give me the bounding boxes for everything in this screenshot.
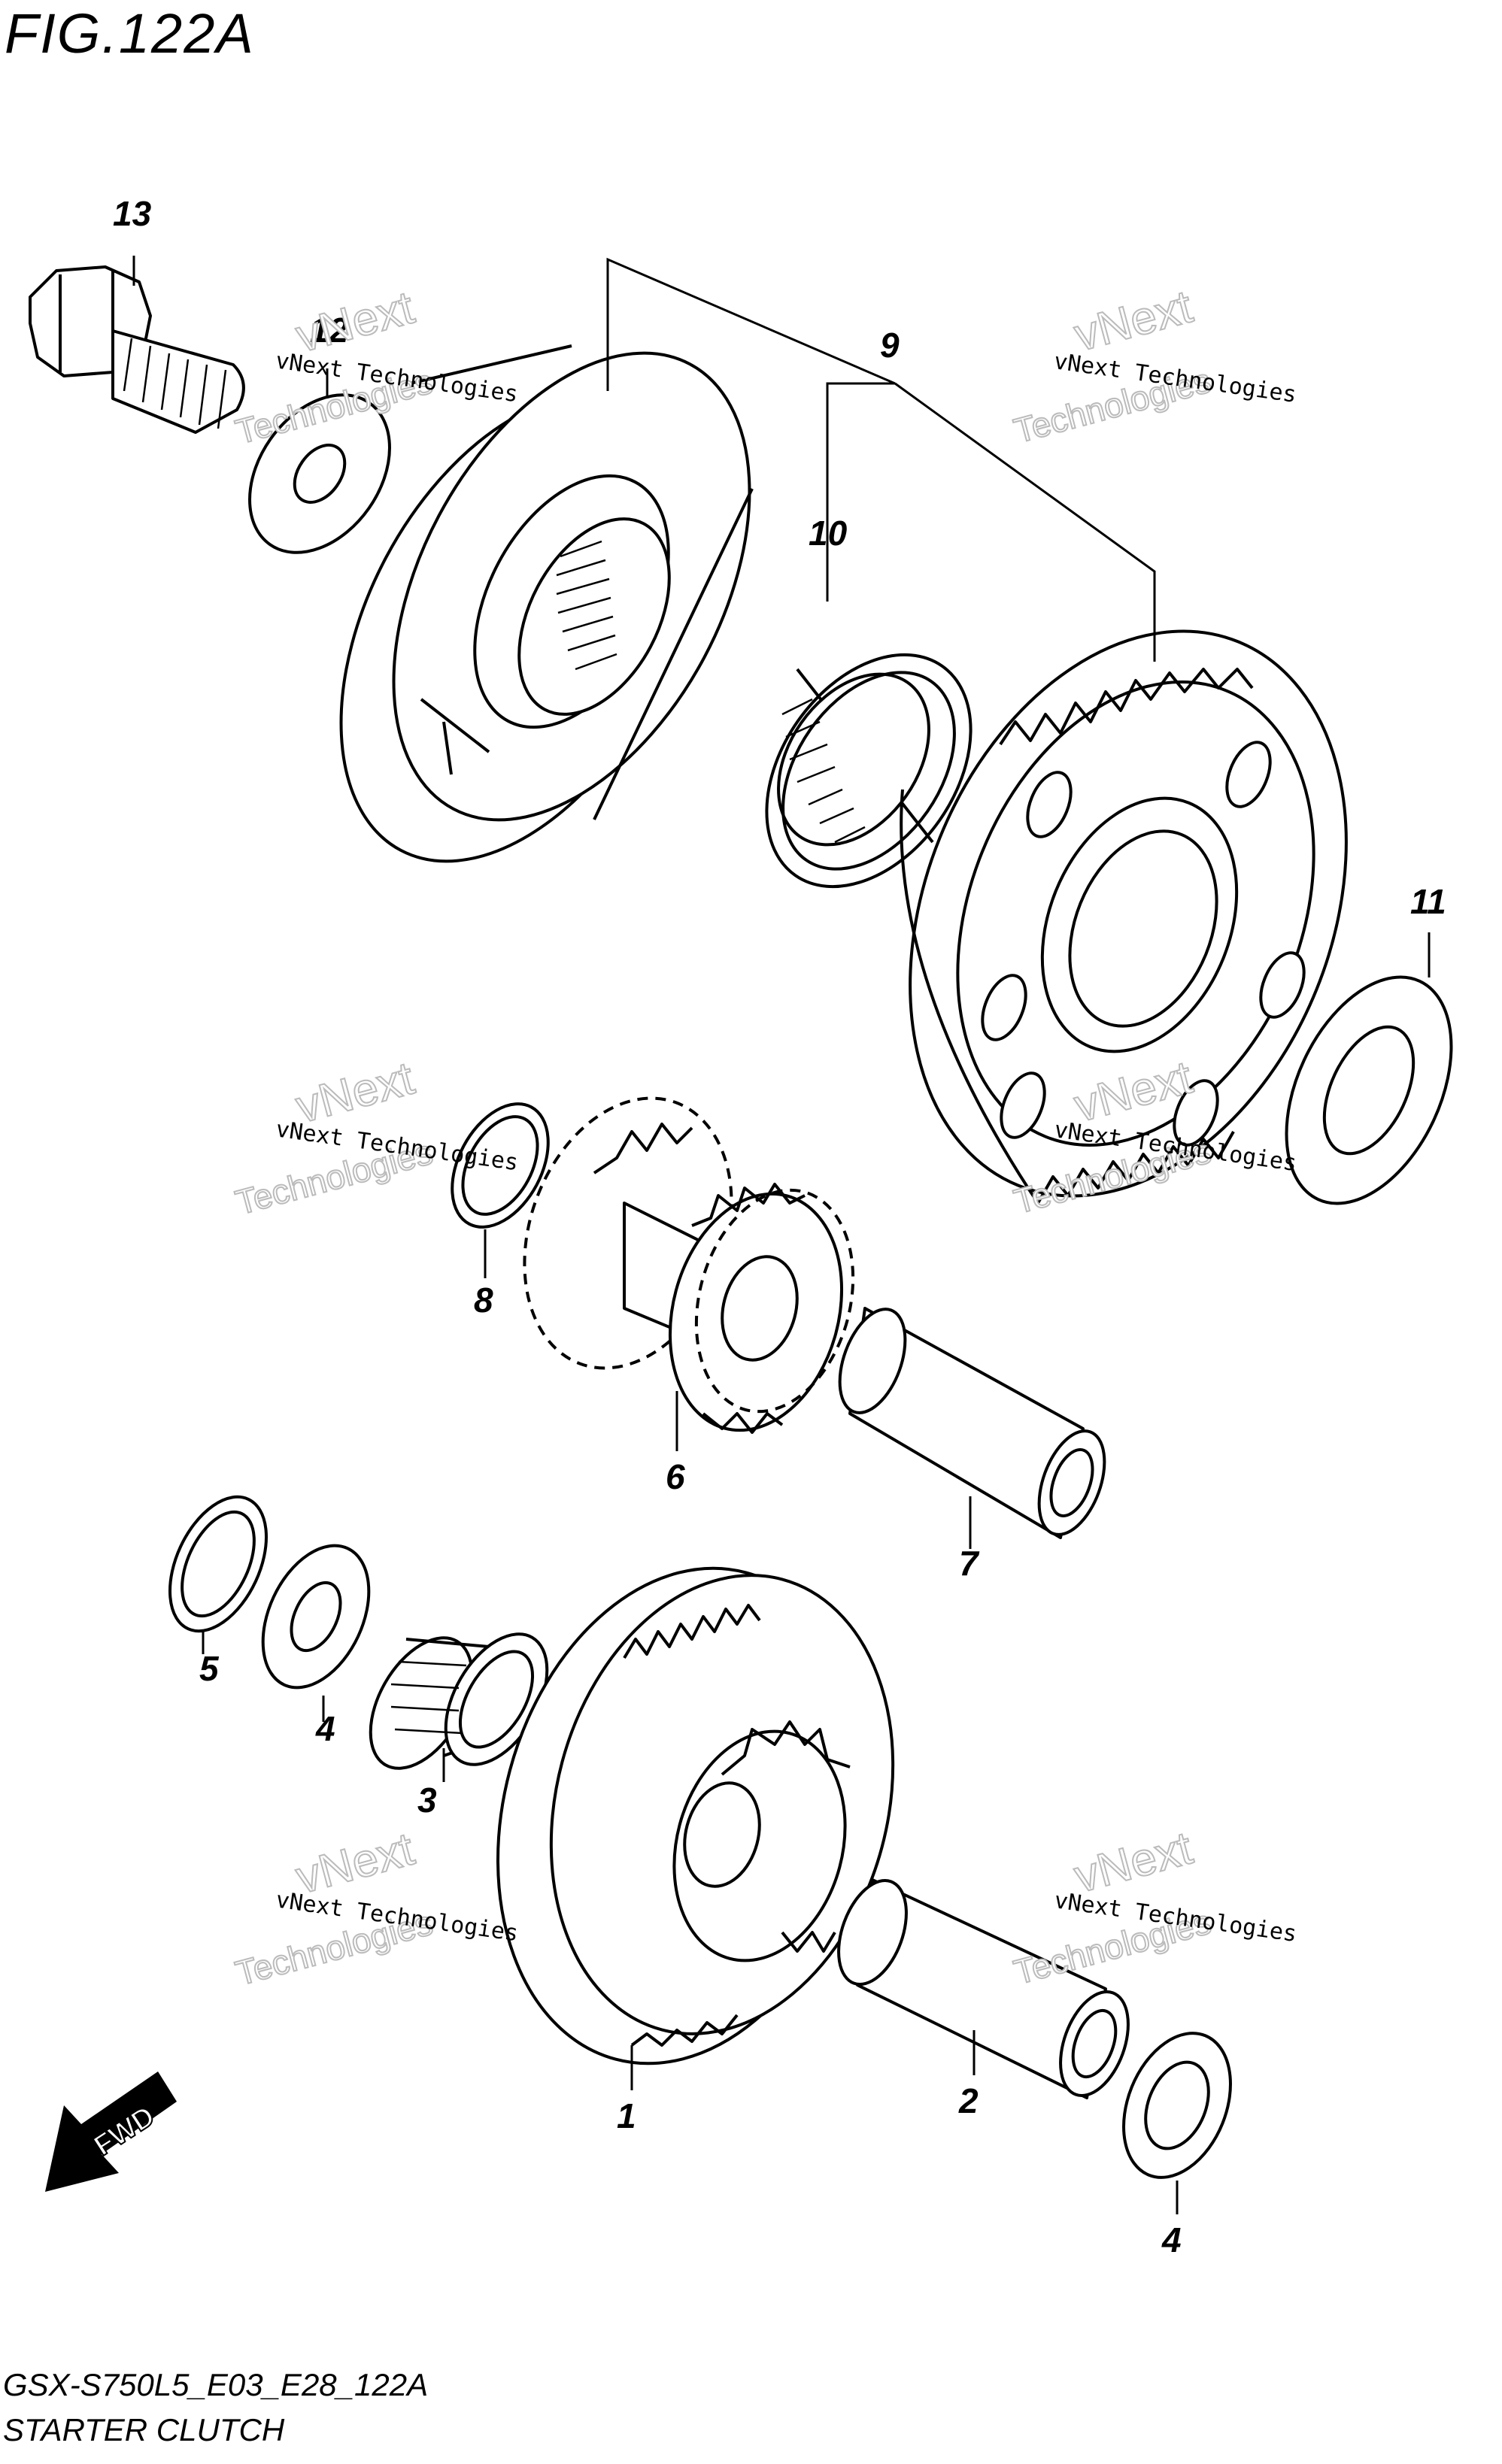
- callout-4-upper: 4: [315, 1709, 335, 1748]
- callout-9: 9: [880, 326, 900, 365]
- callout-13: 13: [113, 194, 152, 233]
- watermark-2: vNext Technologies vNext Technologies: [1009, 280, 1298, 451]
- watermark-6: vNext Technologies vNext Technologies: [1009, 1821, 1299, 1993]
- figure-title: FIG.122A: [5, 2, 255, 65]
- part-6-idle-gear: [523, 1096, 855, 1434]
- part-2-shaft: [837, 1878, 1130, 2099]
- callout-11: 12: [310, 311, 349, 350]
- figure-subtitle: STARTER CLUTCH: [3, 2412, 285, 2447]
- callout-5: 5: [199, 1649, 220, 1688]
- callout-labels: 13 12 9 10 11 8 6 7 5 4 3 1 2 4: [113, 194, 1446, 2259]
- part-5-washer: [168, 1495, 269, 1633]
- part-9-clutch-housing: [339, 344, 754, 863]
- callout-3: 3: [417, 1781, 437, 1820]
- callout-6: 6: [666, 1457, 685, 1496]
- svg-text:vNext: vNext: [1069, 280, 1197, 362]
- callout-8: 8: [474, 1280, 493, 1320]
- part-8-washer: [451, 1102, 550, 1229]
- callout-7: 7: [959, 1544, 980, 1583]
- fwd-arrow: FWD: [45, 2072, 177, 2192]
- callout-1: 1: [617, 2096, 636, 2135]
- callout-4-lower: 4: [1161, 2220, 1182, 2259]
- part-13-bolt: [29, 265, 245, 434]
- part-1-starter-gear: [496, 1566, 895, 2065]
- callout-10: 10: [809, 514, 848, 553]
- svg-text:vNext: vNext: [1069, 1822, 1197, 1903]
- leader-lines: [132, 256, 1431, 2214]
- part-7-shaft: [838, 1307, 1106, 1539]
- callout-2: 2: [958, 2081, 979, 2120]
- part-4-washer-lower: [1122, 2032, 1232, 2179]
- part-9-driven-gear: [900, 629, 1348, 1205]
- callout-12: 11: [1410, 882, 1446, 921]
- part-10-needle-bearing: [765, 653, 973, 889]
- part-11-washer: [248, 393, 391, 554]
- svg-text:vNext: vNext: [291, 282, 420, 363]
- part-4-washer-upper: [261, 1544, 371, 1690]
- part-12-washer: [1285, 975, 1453, 1205]
- figure-code: GSX-S750L5_E03_E28_122A: [3, 2367, 429, 2402]
- watermark-5: vNext Technologies vNext Technologies: [231, 1823, 520, 1994]
